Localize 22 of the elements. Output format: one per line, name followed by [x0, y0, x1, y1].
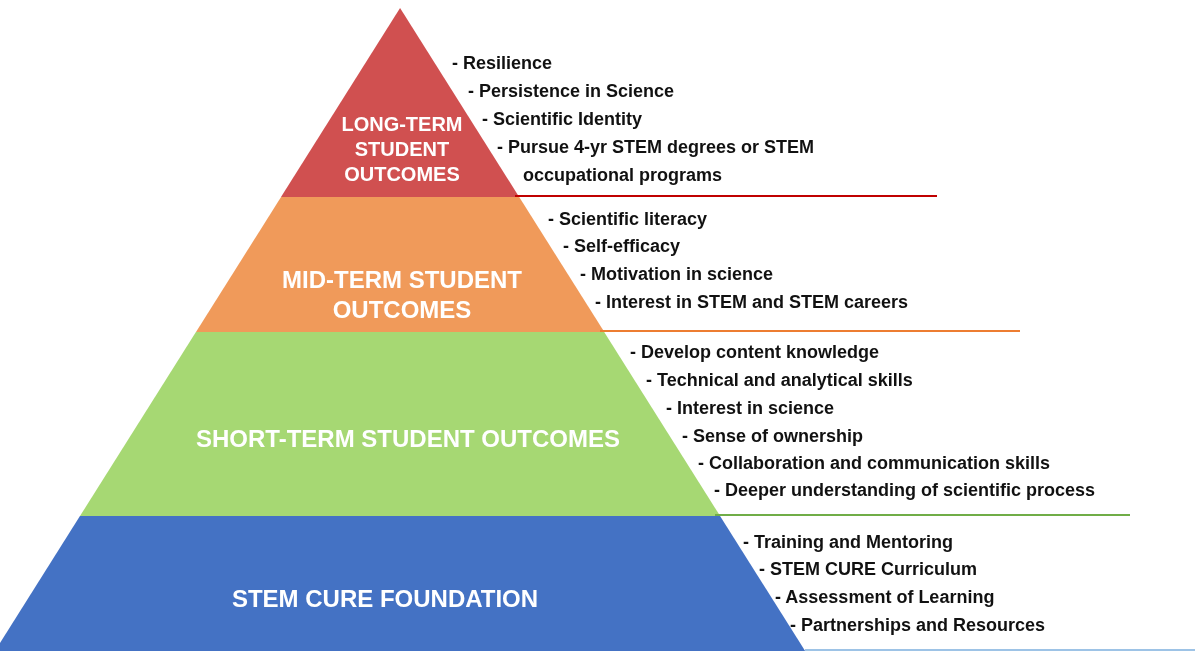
outcome-item: - Interest in science [666, 397, 835, 419]
outcome-item: - Develop content knowledge [630, 341, 880, 363]
outcome-item: - Deeper understanding of scientific process [714, 479, 1096, 501]
level-title: MID-TERM STUDENT OUTCOMES [281, 264, 523, 325]
outcome-item: - Interest in STEM and STEM careers [595, 291, 909, 313]
outcome-item: - Collaboration and communication skills [698, 452, 1051, 474]
outcome-item: - Pursue 4-yr STEM degrees or STEM occupational programs [497, 136, 816, 187]
outcome-item: - Sense of ownership [682, 425, 864, 447]
outcome-item: - Self-efficacy [563, 235, 681, 257]
level-title: STEM CURE FOUNDATION [230, 583, 540, 614]
outcome-item: - Training and Mentoring [743, 531, 953, 553]
outcome-item: - Scientific Identity [482, 108, 643, 130]
level-title: LONG-TERM STUDENT OUTCOMES [340, 111, 464, 187]
outcome-item: - Persistence in Science [468, 80, 675, 102]
outcome-item: - Scientific literacy [548, 208, 708, 230]
outcome-item: - STEM CURE Curriculum [759, 558, 977, 580]
outcome-item: - Partnerships and Resources [790, 614, 1046, 636]
outcome-item: - Resilience [452, 52, 553, 74]
outcome-item: - Assessment of Learning [775, 586, 995, 608]
outcome-item: - Technical and analytical skills [646, 369, 913, 391]
level-title: SHORT-TERM STUDENT OUTCOMES [195, 424, 621, 454]
outcome-item: - Motivation in science [580, 263, 774, 285]
